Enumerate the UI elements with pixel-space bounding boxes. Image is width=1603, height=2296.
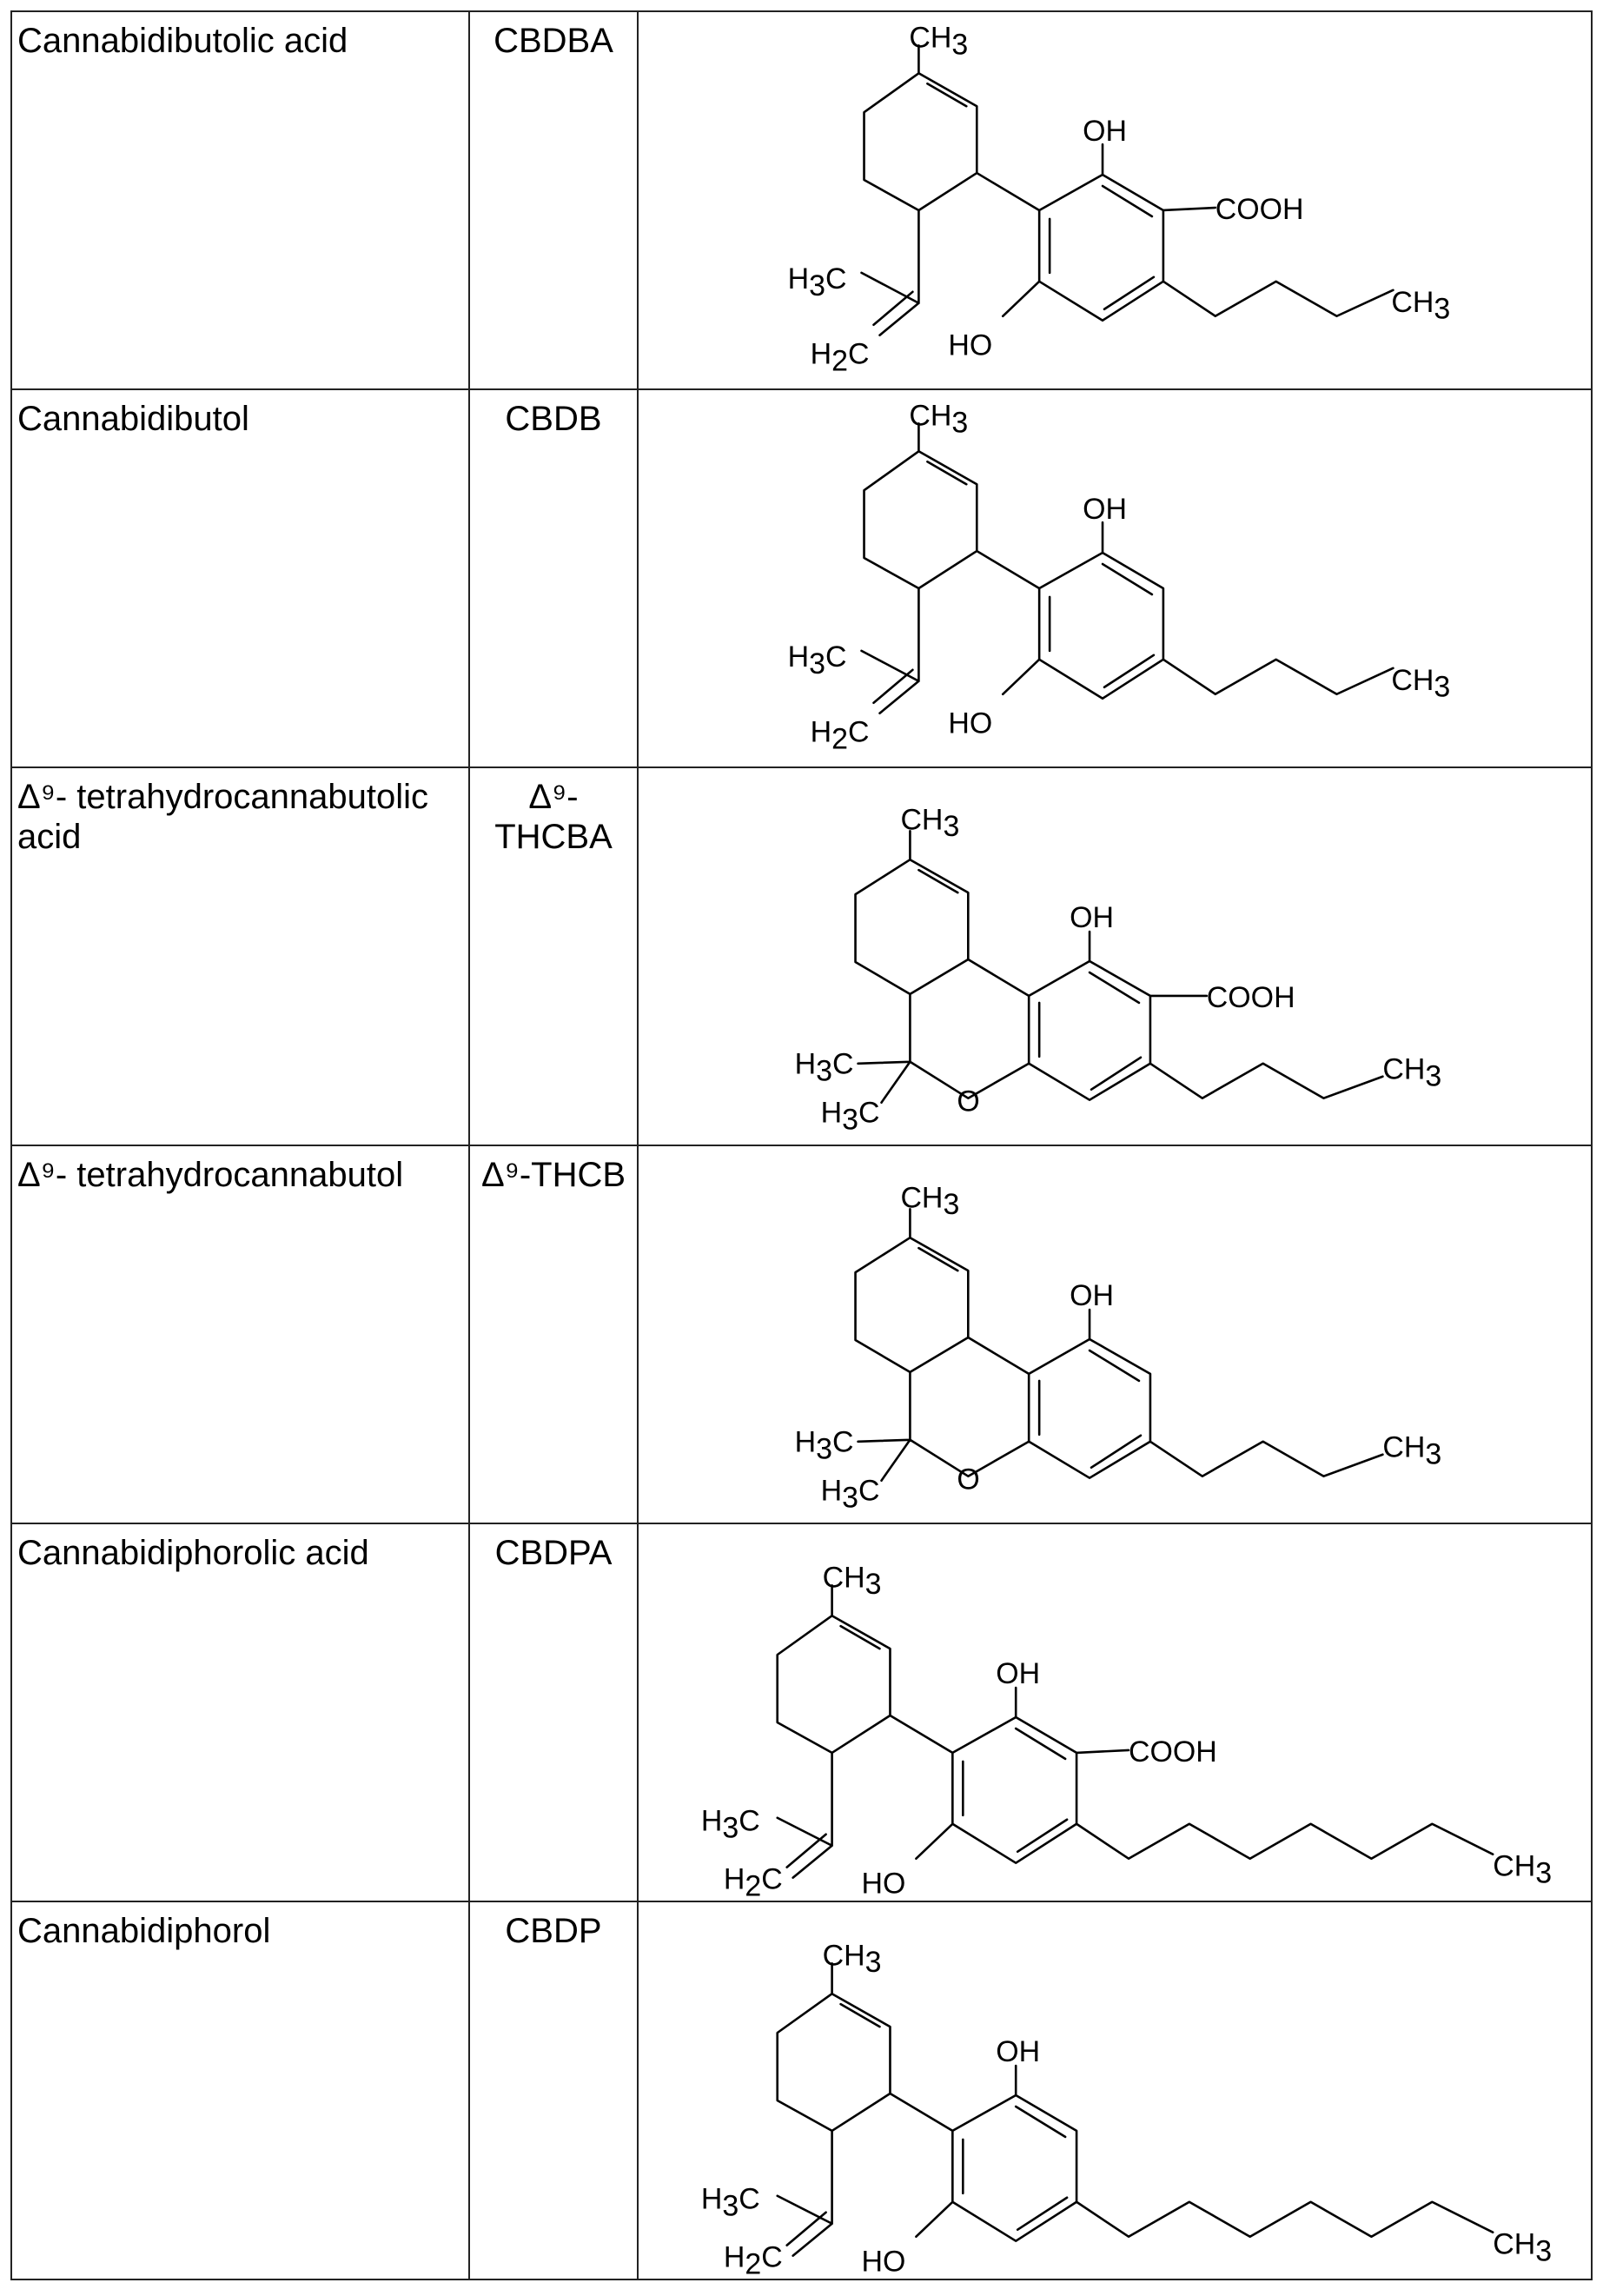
abbreviation-cell: CBDB [469,389,638,767]
methylene-h2c-label: H2C [724,2241,783,2279]
table-row: Cannabidiphorol CBDP CH3 OH H3C H2C HO C… [11,1901,1592,2279]
structure-thcb: CH3 OH H3C H3C O CH3 [639,1146,1591,1523]
compound-abbreviation: CBDBA [470,12,637,61]
carboxyl-label: COOH [1215,193,1304,226]
methylene-h2c-label: H2C [724,1863,783,1901]
table-row: Cannabidiphorolic acid CBDPA CH3 OH COOH… [11,1523,1592,1901]
compound-name-cell: Cannabidiphorolic acid [11,1523,469,1901]
methyl-h3c-label: H3C [795,1426,854,1466]
structure-cell: CH3 OH COOH H3C H3C O CH3 [638,767,1592,1145]
tail-methyl-label: CH3 [1493,2228,1552,2268]
compound-abbreviation: Δ⁹-THCB [470,1146,637,1195]
tail-methyl-label: CH3 [1382,1053,1441,1093]
abbreviation-cell: Δ⁹-THCB [469,1145,638,1523]
compound-name: Cannabidibutol [12,390,468,439]
compound-name: Δ⁹- tetrahydrocannabutol [12,1146,468,1195]
abbreviation-cell: CBDBA [469,11,638,389]
hydroxyl-top-label: OH [996,2035,1040,2068]
methyl-h3c-label: H3C [701,1805,760,1845]
methylene-h2c-label: H2C [811,716,870,756]
bond-lines [856,1209,1383,1480]
bond-lines [778,1585,1493,1877]
structure-cell: CH3 OH H3C H3C O CH3 [638,1145,1592,1523]
methyl-h3c-label: H3C [788,640,847,680]
table-row: Δ⁹- tetrahydrocannabutol Δ⁹-THCB CH3 OH … [11,1145,1592,1523]
hydroxyl-top-label: OH [1070,1279,1114,1312]
compound-table: Cannabidibutolic acid CBDBA CH3 OH COOH … [10,10,1593,2280]
table-row: Cannabidibutol CBDB CH3 OH H3C H2C HO CH… [11,389,1592,767]
bond-lines [778,1963,1493,2255]
compound-abbreviation: CBDB [470,390,637,439]
bond-lines [862,45,1394,335]
compound-name-cell: Δ⁹- tetrahydrocannabutolic acid [11,767,469,1145]
compound-abbreviation: CBDPA [470,1524,637,1573]
hydroxyl-top-label: OH [996,1657,1040,1690]
abbreviation-cell: CBDPA [469,1523,638,1901]
ring-oxygen-label: O [957,1463,979,1496]
methyl-h3c-lower-label: H3C [821,1097,880,1137]
compound-name-cell: Cannabidibutolic acid [11,11,469,389]
compound-name-cell: Δ⁹- tetrahydrocannabutol [11,1145,469,1523]
compound-abbreviation: CBDP [470,1902,637,1951]
carboxyl-label: COOH [1207,981,1295,1014]
abbreviation-cell: CBDP [469,1901,638,2279]
hydroxyl-top-label: OH [1070,901,1114,934]
hydroxyl-top-label: OH [1083,493,1127,526]
structure-cbdba: CH3 OH COOH H3C H2C HO CH3 [639,12,1591,388]
carboxyl-label: COOH [1129,1735,1217,1768]
compound-name-cell: Cannabidiphorol [11,1901,469,2279]
structure-thcba: CH3 OH COOH H3C H3C O CH3 [639,768,1591,1145]
compound-name: Cannabidibutolic acid [12,12,468,61]
structure-cbdp: CH3 OH H3C H2C HO CH3 [639,1902,1591,2279]
bond-lines [862,423,1394,713]
table-row: Cannabidibutolic acid CBDBA CH3 OH COOH … [11,11,1592,389]
hydroxyl-bottom-label: HO [862,1868,906,1901]
compound-name: Cannabidiphorolic acid [12,1524,468,1573]
ring-oxygen-label: O [957,1085,979,1118]
tail-methyl-label: CH3 [1382,1431,1441,1471]
structure-cell: CH3 OH H3C H2C HO CH3 [638,1901,1592,2279]
hydroxyl-top-label: OH [1083,115,1127,148]
tail-methyl-label: CH3 [1391,286,1450,326]
compound-name: Cannabidiphorol [12,1902,468,1951]
table-row: Δ⁹- tetrahydrocannabutolic acid Δ⁹- THCB… [11,767,1592,1145]
methyl-h3c-label: H3C [701,2183,760,2223]
methylene-h2c-label: H2C [811,338,870,378]
compound-name: Δ⁹- tetrahydrocannabutolic acid [12,768,468,857]
methyl-h3c-lower-label: H3C [821,1475,880,1515]
tail-methyl-label: CH3 [1391,664,1450,704]
tail-methyl-label: CH3 [1493,1850,1552,1890]
structure-cbdpa: CH3 OH COOH H3C H2C HO CH3 [639,1524,1591,1901]
structure-cell: CH3 OH H3C H2C HO CH3 [638,389,1592,767]
structure-cbdb: CH3 OH H3C H2C HO CH3 [639,390,1591,766]
structure-cell: CH3 OH COOH H3C H2C HO CH3 [638,11,1592,389]
compound-name-cell: Cannabidibutol [11,389,469,767]
methyl-h3c-label: H3C [795,1048,854,1088]
hydroxyl-bottom-label: HO [948,329,992,362]
compound-abbreviation: Δ⁹- THCBA [470,768,637,857]
methyl-h3c-label: H3C [788,262,847,302]
structure-cell: CH3 OH COOH H3C H2C HO CH3 [638,1523,1592,1901]
abbreviation-cell: Δ⁹- THCBA [469,767,638,1145]
bond-lines [856,831,1383,1102]
hydroxyl-bottom-label: HO [948,707,992,740]
hydroxyl-bottom-label: HO [862,2246,906,2279]
